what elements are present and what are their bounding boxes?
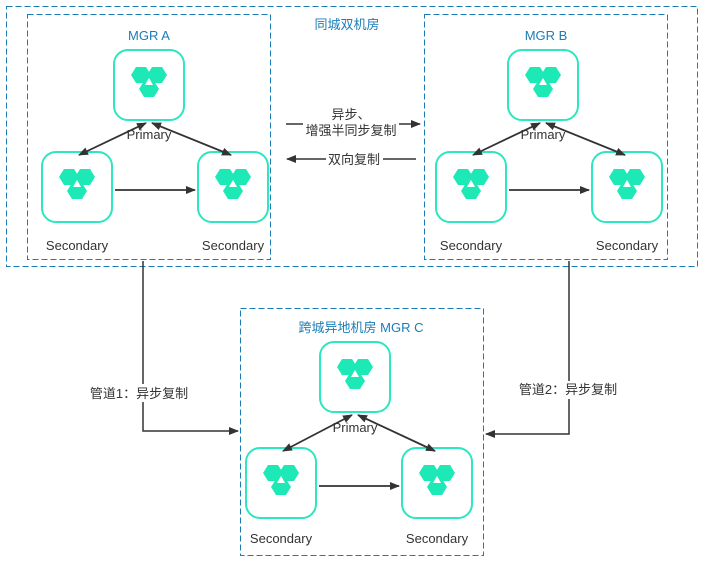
replication-arrow xyxy=(151,122,232,156)
replication-arrow xyxy=(545,122,626,156)
replication-arrow xyxy=(357,414,436,452)
secondary-label: Secondary xyxy=(202,238,265,253)
replication-arrow xyxy=(78,122,147,156)
replication-arrow xyxy=(472,122,541,156)
link-label: 增强半同步复制 xyxy=(305,123,396,138)
arrow-line xyxy=(485,261,570,438)
primary-label: Primary xyxy=(521,127,566,142)
primary-label: Primary xyxy=(333,420,378,435)
secondary-label: Secondary xyxy=(406,531,469,546)
secondary-node[interactable] xyxy=(591,151,663,223)
replication-arrow xyxy=(282,414,353,452)
arrow-line xyxy=(142,261,239,435)
secondary-node[interactable] xyxy=(401,447,473,519)
link-label: 双向复制 xyxy=(328,152,380,167)
link-b-to-a: 双向复制 xyxy=(286,152,416,167)
outer-zone-title: 同城双机房 xyxy=(314,17,379,32)
secondary-label: Secondary xyxy=(250,531,313,546)
link-a-to-b: 异步、 增强半同步复制 xyxy=(286,107,421,138)
pipe-label: 管道1：异步复制 xyxy=(90,386,188,401)
primary-node[interactable] xyxy=(507,49,579,121)
secondary-node[interactable] xyxy=(435,151,507,223)
secondary-label: Secondary xyxy=(440,238,503,253)
secondary-node[interactable] xyxy=(245,447,317,519)
secondary-label: Secondary xyxy=(596,238,659,253)
primary-label: Primary xyxy=(127,127,172,142)
secondary-node[interactable] xyxy=(41,151,113,223)
primary-node[interactable] xyxy=(319,341,391,413)
pipe-label: 管道2：异步复制 xyxy=(519,382,617,397)
link-label: 异步、 xyxy=(331,107,370,122)
cluster-title: 跨城异地机房 MGR C xyxy=(299,320,424,335)
pipe-2: 管道2：异步复制 xyxy=(485,261,622,438)
secondary-label: Secondary xyxy=(46,238,109,253)
secondary-node[interactable] xyxy=(197,151,269,223)
cluster-title: MGR A xyxy=(128,28,170,43)
pipe-1: 管道1：异步复制 xyxy=(84,261,239,435)
outer-zone-frame xyxy=(6,6,698,267)
cluster-title: MGR B xyxy=(525,28,568,43)
primary-node[interactable] xyxy=(113,49,185,121)
